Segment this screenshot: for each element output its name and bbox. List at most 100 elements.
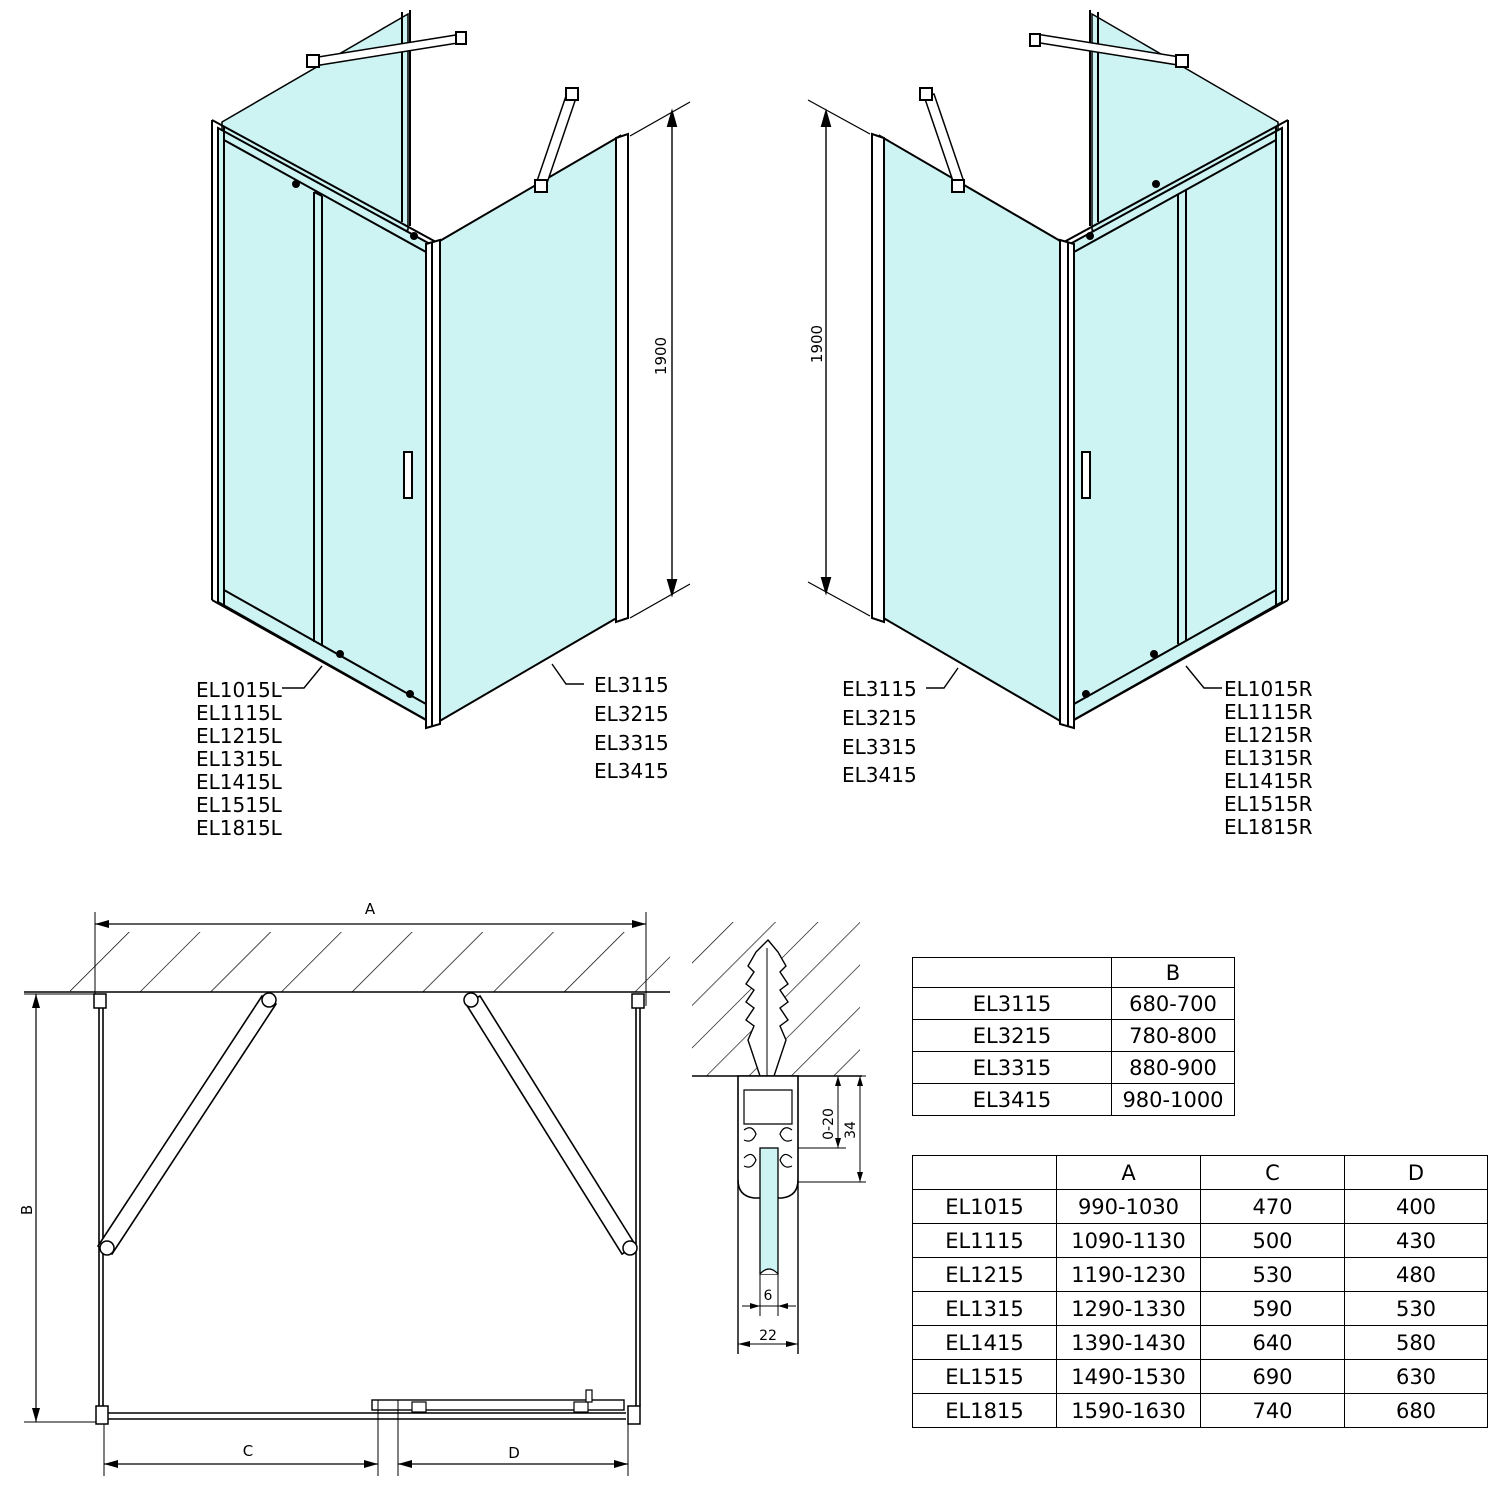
table-cell: 470 (1200, 1189, 1345, 1224)
door-code: EL1015R (1224, 677, 1313, 701)
table-cell: 740 (1200, 1393, 1345, 1428)
table-cell: 630 (1344, 1359, 1488, 1394)
side-code: EL3215 (594, 702, 669, 726)
door-code: EL1015L (196, 678, 283, 702)
table-row: EL3215 780-800 (912, 1019, 1235, 1052)
door-code: EL1415L (196, 770, 283, 794)
table-cell: 680 (1344, 1393, 1488, 1428)
table-cell: EL3215 (912, 1019, 1112, 1052)
table-cell: 1590-1630 (1056, 1393, 1201, 1428)
table-cell: EL1815 (912, 1393, 1057, 1428)
table-header-row: A C D (912, 1155, 1488, 1190)
table-row: EL1115 1090-1130 500 430 (912, 1223, 1488, 1258)
side-glass-panel (437, 134, 621, 724)
profile-dim-depth: 34 (843, 1121, 859, 1139)
iso-right-height-label: 1900 (808, 325, 826, 363)
table-cell: 500 (1200, 1223, 1345, 1258)
table-cell: 990-1030 (1056, 1189, 1201, 1224)
table-cell: 530 (1200, 1257, 1345, 1292)
table-header-cell (912, 1155, 1057, 1190)
table-row: EL3115 680-700 (912, 987, 1235, 1020)
table-cell: 480 (1344, 1257, 1488, 1292)
plan-label-c: C (243, 1442, 253, 1460)
table-cell: 400 (1344, 1189, 1488, 1224)
wall-hatch (70, 932, 670, 992)
table-cell: 430 (1344, 1223, 1488, 1258)
door-code: EL1115L (196, 701, 283, 725)
table-cell: 640 (1200, 1325, 1345, 1360)
side-code: EL3115 (594, 673, 669, 697)
table-header-row: B (912, 957, 1235, 988)
iso-right-side-codes: EL3115 EL3215 EL3315 EL3415 (842, 677, 917, 787)
table-cell: 1490-1530 (1056, 1359, 1201, 1394)
table-b: B EL3115 680-700 EL3215 780-800 EL3315 8… (912, 957, 1235, 1116)
door-code: EL1815L (196, 816, 283, 840)
side-code: EL3415 (842, 763, 917, 787)
table-cell: EL1015 (912, 1189, 1057, 1224)
plan-label-a: A (365, 900, 376, 918)
table-cell: 680-700 (1111, 987, 1235, 1020)
table-cell: 980-1000 (1111, 1083, 1235, 1116)
side-code: EL3315 (842, 735, 917, 759)
table-header-cell: D (1344, 1155, 1488, 1190)
door-code: EL1315R (1224, 746, 1313, 770)
side-code: EL3315 (594, 731, 669, 755)
side-code: EL3215 (842, 706, 917, 730)
table-header-cell: C (1200, 1155, 1345, 1190)
table-cell: EL3415 (912, 1083, 1112, 1116)
table-cell: 580 (1344, 1325, 1488, 1360)
side-code: EL3115 (842, 677, 917, 701)
table-cell: 780-800 (1111, 1019, 1235, 1052)
table-header-cell: B (1111, 957, 1235, 988)
door-code: EL1315L (196, 747, 283, 771)
profile-dim-adjust: 0-20 (821, 1108, 837, 1140)
table-cell: 1190-1230 (1056, 1257, 1201, 1292)
table-cell: EL1315 (912, 1291, 1057, 1326)
table-row: EL1515 1490-1530 690 630 (912, 1359, 1488, 1394)
side-code: EL3415 (594, 759, 669, 783)
plan-label-b: B (18, 1205, 36, 1215)
plan-label-d: D (508, 1444, 520, 1462)
table-cell: EL1515 (912, 1359, 1057, 1394)
table-cell: 1290-1330 (1056, 1291, 1201, 1326)
table-cell: EL3315 (912, 1051, 1112, 1084)
profile-dim-width: 22 (759, 1328, 777, 1344)
table-row: EL1415 1390-1430 640 580 (912, 1325, 1488, 1360)
table-row: EL1215 1190-1230 530 480 (912, 1257, 1488, 1292)
side-glass-panel (879, 134, 1063, 724)
door-code: EL1515L (196, 793, 283, 817)
table-cell: 690 (1200, 1359, 1345, 1394)
plan-view (24, 912, 670, 1476)
table-cell: EL1215 (912, 1257, 1057, 1292)
table-cell: EL1415 (912, 1325, 1057, 1360)
table-cell: 880-900 (1111, 1051, 1235, 1084)
table-cell: 590 (1200, 1291, 1345, 1326)
door-code: EL1115R (1224, 700, 1313, 724)
table-cell: EL3115 (912, 987, 1112, 1020)
door-code: EL1815R (1224, 815, 1313, 839)
door-code: EL1215L (196, 724, 283, 748)
table-row: EL1015 990-1030 470 400 (912, 1189, 1488, 1224)
iso-right-door-codes: EL1015R EL1115R EL1215R EL1315R EL1415R … (1224, 677, 1313, 839)
door-code: EL1515R (1224, 792, 1313, 816)
profile-detail (692, 922, 866, 1354)
table-row: EL3315 880-900 (912, 1051, 1235, 1084)
iso-left-side-codes: EL3115 EL3215 EL3315 EL3415 (594, 673, 669, 783)
table-cell: EL1115 (912, 1223, 1057, 1258)
iso-view-right (807, 10, 1289, 730)
table-cell: 1090-1130 (1056, 1223, 1201, 1258)
profile-dim-glass: 6 (764, 1288, 773, 1304)
table-header-cell: A (1056, 1155, 1201, 1190)
table-acd: A C D EL1015 990-1030 470 400 EL1115 109… (912, 1155, 1488, 1428)
door-code: EL1415R (1224, 769, 1313, 793)
table-header-cell (912, 957, 1112, 988)
iso-left-door-codes: EL1015L EL1115L EL1215L EL1315L EL1415L … (196, 678, 283, 840)
profile-glass (759, 1147, 779, 1275)
table-row: EL1315 1290-1330 590 530 (912, 1291, 1488, 1326)
iso-view-left (211, 10, 691, 730)
table-row: EL1815 1590-1630 740 680 (912, 1393, 1488, 1428)
table-cell: 1390-1430 (1056, 1325, 1201, 1360)
door-code: EL1215R (1224, 723, 1313, 747)
table-cell: 530 (1344, 1291, 1488, 1326)
